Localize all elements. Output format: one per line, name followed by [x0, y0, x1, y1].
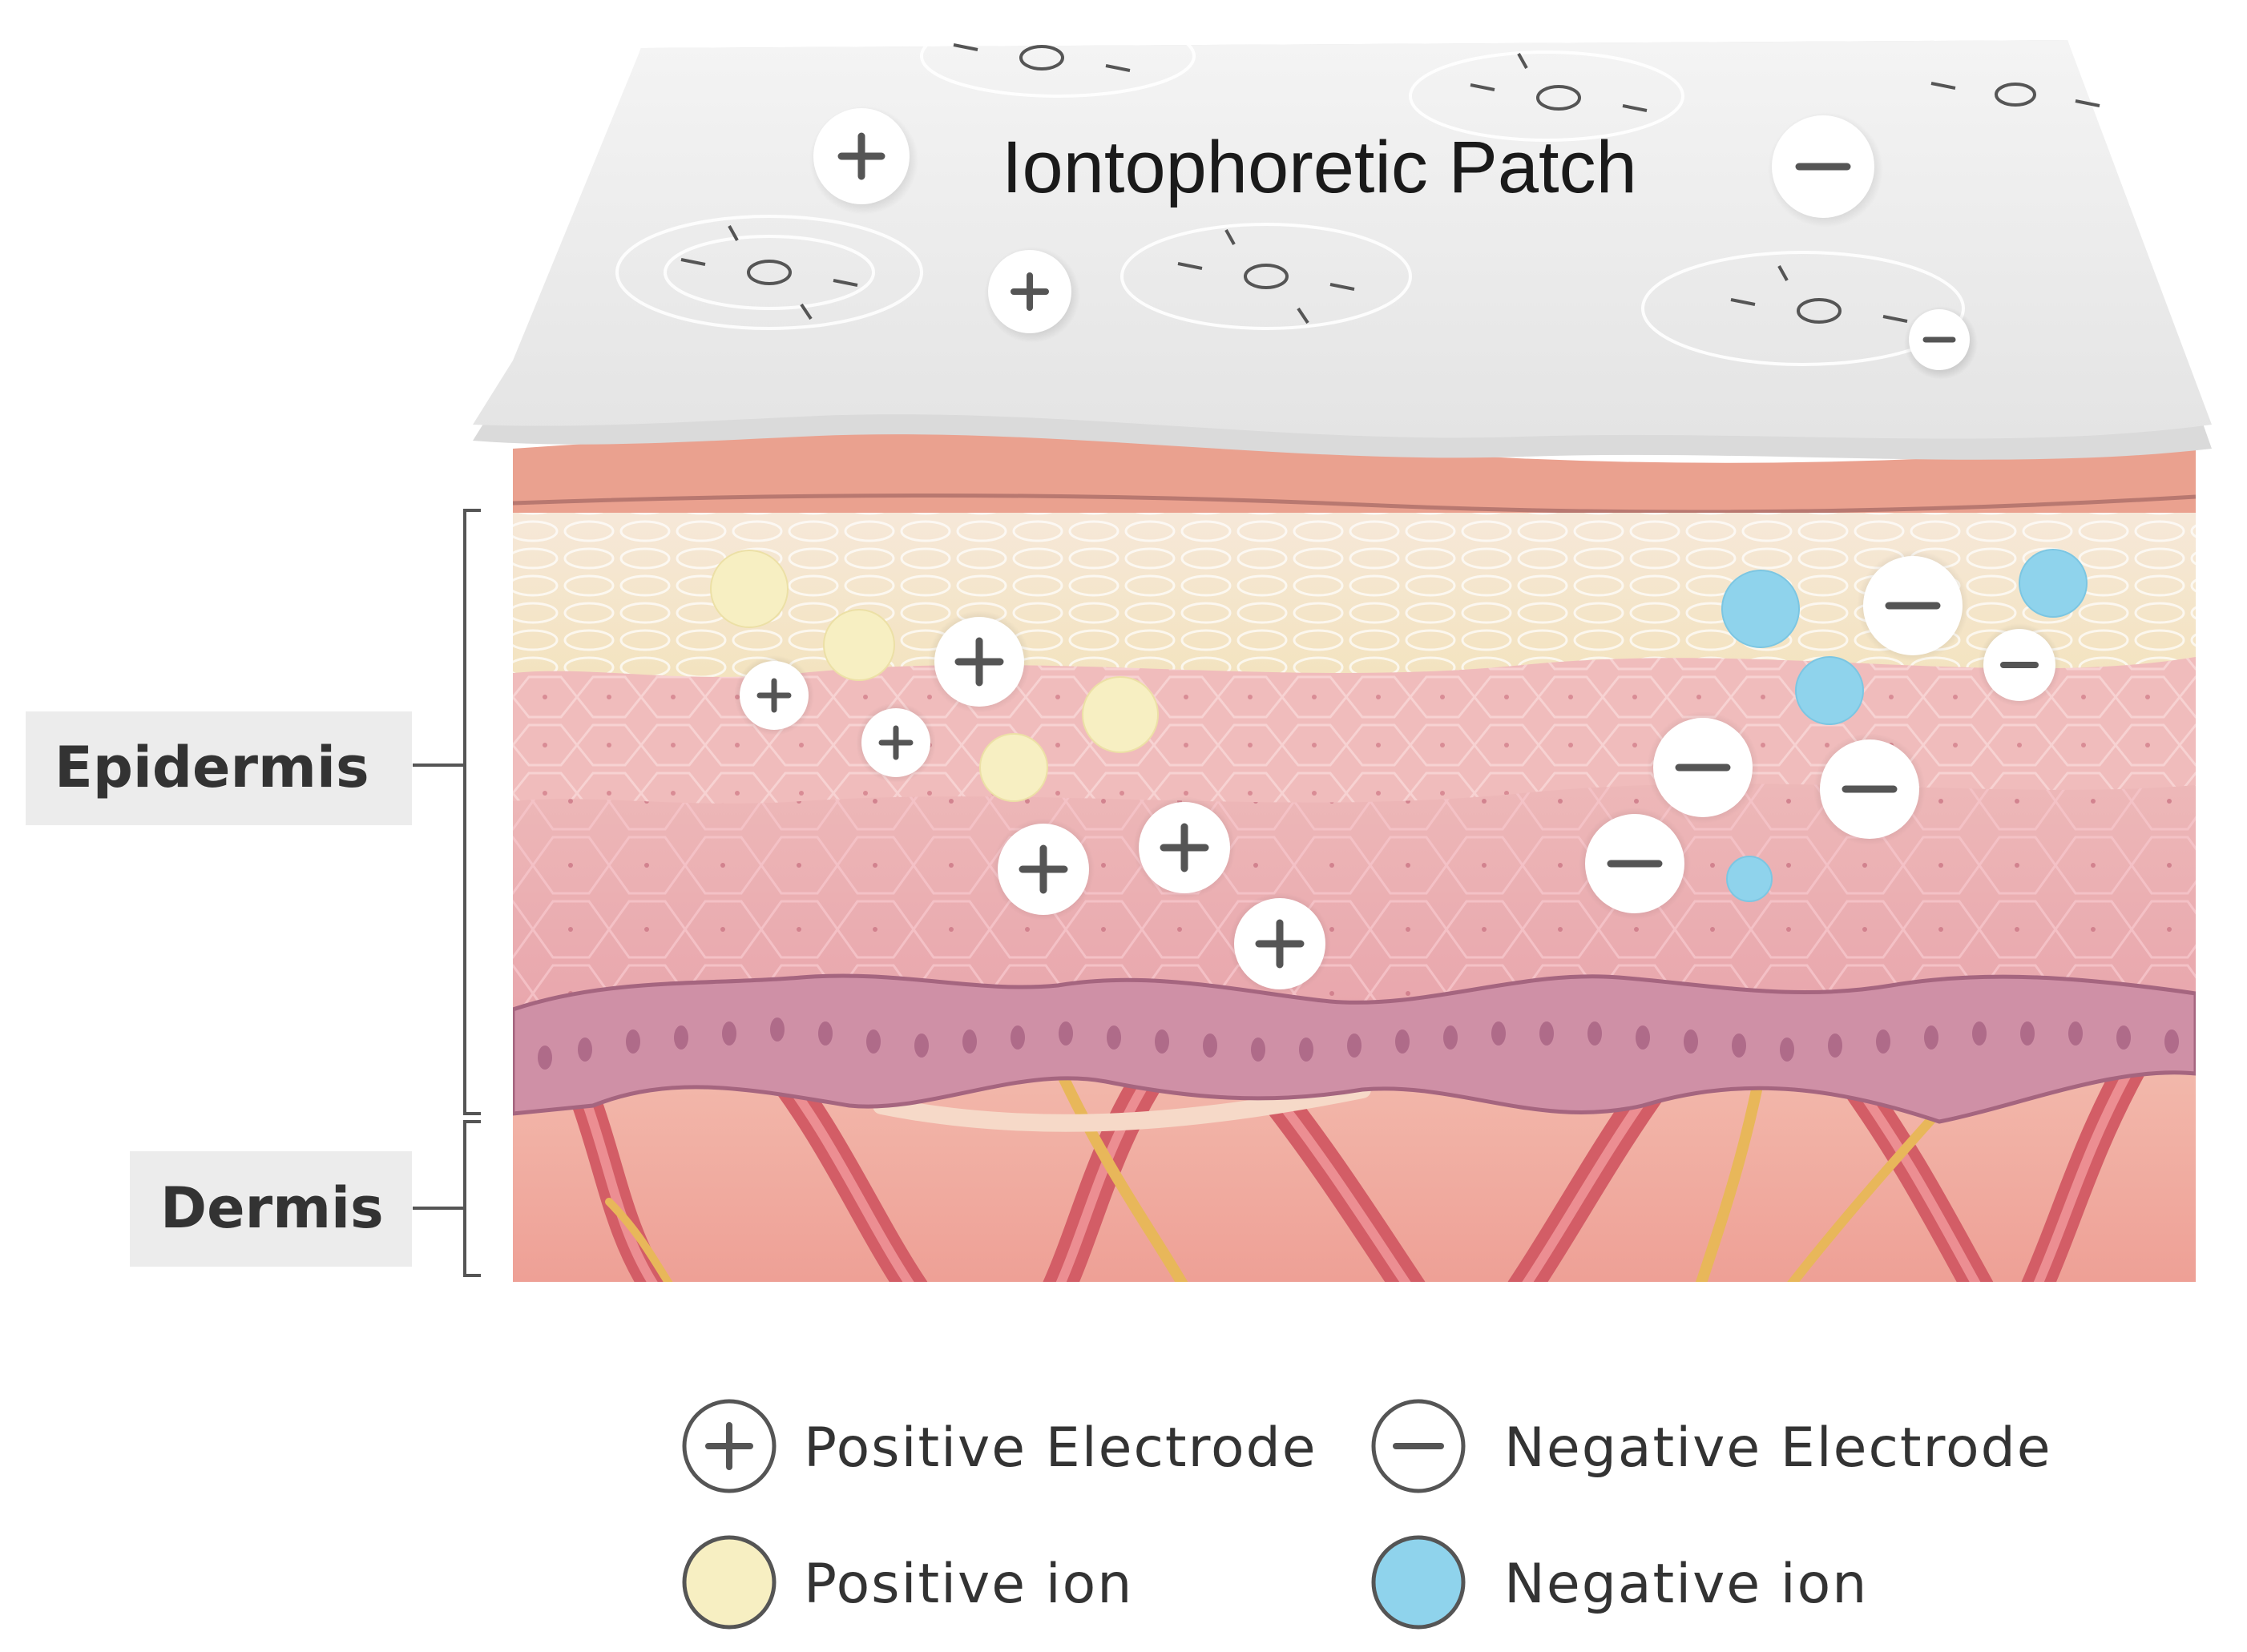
- iontophoretic-patch: Iontophoretic Patch: [473, 14, 2212, 460]
- negative-ion-icon: [1371, 1535, 1466, 1630]
- basal-cell-nuclei: [538, 1017, 2179, 1070]
- legend-negative-ion-label: Negative ion: [1504, 1553, 1868, 1616]
- negative-ions: [1721, 549, 2088, 902]
- patch-positive-electrode-small: [984, 247, 1080, 343]
- legend-negative-ion: Negative ion: [1371, 1535, 1868, 1630]
- patch-ion-marks: [680, 43, 2100, 324]
- patch-title: Iontophoretic Patch: [1002, 127, 1637, 208]
- dermis-label: Dermis: [160, 1175, 384, 1241]
- legend-positive-electrode-label: Positive Electrode: [804, 1416, 1317, 1480]
- epidermis-label: Epidermis: [54, 735, 369, 800]
- layer-brackets: [413, 509, 481, 1277]
- legend-positive-ion: Positive ion: [682, 1535, 1133, 1630]
- patch-positive-electrode: [809, 106, 918, 215]
- positive-electrodes-in-skin: [734, 610, 1331, 995]
- epidermis-label-box: Epidermis: [26, 711, 412, 825]
- legend-negative-electrode-label: Negative Electrode: [1504, 1416, 2052, 1480]
- patch-negative-electrode: [1768, 112, 1883, 228]
- skin-cross-section: [513, 433, 2196, 1282]
- skin-surface: [513, 433, 2196, 521]
- legend-negative-electrode: Negative Electrode: [1371, 1399, 2052, 1493]
- positive-ion-icon: [682, 1535, 777, 1630]
- legend-positive-electrode: Positive Electrode: [682, 1399, 1317, 1493]
- legend: Positive Electrode Negative Electrode Po…: [682, 1399, 2052, 1630]
- positive-ions: [710, 550, 1159, 802]
- dermis-label-box: Dermis: [130, 1151, 412, 1267]
- legend-positive-ion-label: Positive ion: [804, 1553, 1133, 1616]
- negative-electrodes-in-skin: [1579, 550, 2061, 920]
- patch-negative-electrode-small: [1904, 306, 1978, 380]
